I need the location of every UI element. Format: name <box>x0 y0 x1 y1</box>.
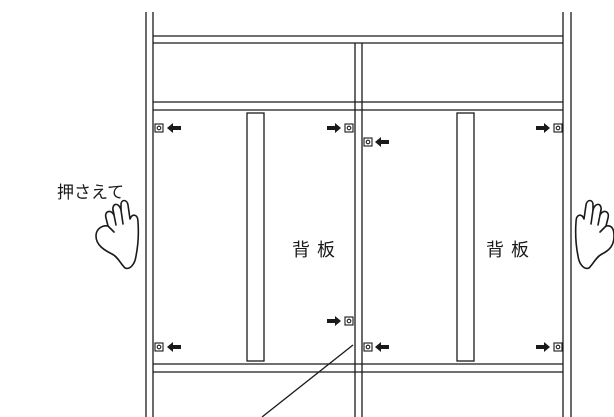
cabinet-right-side <box>562 12 572 417</box>
screw-hole-icon <box>553 342 563 352</box>
arrow-icon <box>536 123 550 133</box>
screw-hole-icon <box>154 342 164 352</box>
left-support-strip <box>246 112 265 362</box>
top-rail <box>153 35 563 44</box>
screw-hole-icon <box>553 123 563 133</box>
arrow-icon <box>536 342 550 352</box>
upper-shelf-rail <box>153 101 563 111</box>
screw-hole-icon <box>344 316 354 326</box>
arrow-icon <box>375 342 389 352</box>
screw-hole-icon <box>154 123 164 133</box>
right-support-strip <box>456 112 475 362</box>
cabinet-left-side <box>145 12 154 417</box>
arrow-icon <box>327 123 341 133</box>
back-panel-left-label: 背板 <box>292 240 342 261</box>
screw-hole-icon <box>363 137 373 147</box>
arrow-icon <box>327 316 341 326</box>
center-divider <box>354 43 363 417</box>
push-instruction-label: 押さえて <box>57 183 125 203</box>
lower-shelf-rail <box>153 363 563 373</box>
arrow-icon <box>167 123 181 133</box>
arrow-icon <box>375 137 389 147</box>
screw-hole-icon <box>344 123 354 133</box>
leader-line <box>261 344 354 417</box>
arrow-icon <box>167 342 181 352</box>
hand-icon <box>95 199 140 270</box>
back-panel-right-label: 背板 <box>486 240 536 261</box>
screw-hole-icon <box>363 342 373 352</box>
hand-icon <box>574 199 614 270</box>
